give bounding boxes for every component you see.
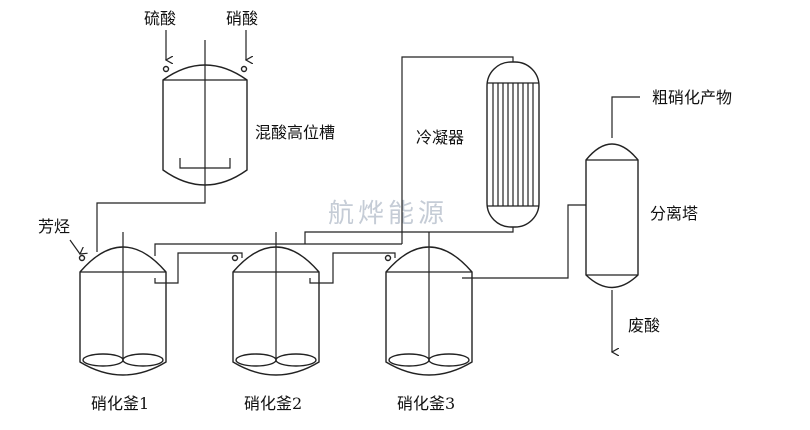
separation-tower bbox=[585, 143, 639, 289]
crude-product-label: 粗硝化产物 bbox=[652, 88, 732, 107]
separation-tower-label: 分离塔 bbox=[650, 204, 698, 223]
nitration-reactor-3 bbox=[384, 232, 473, 376]
watermark-text: 航烨能源 bbox=[328, 199, 448, 229]
mixed-acid-tank bbox=[162, 40, 248, 187]
waste-acid-label: 废酸 bbox=[628, 316, 660, 335]
reactor1-to-reactor2-pipe bbox=[154, 252, 243, 284]
nitration-reactor-2 bbox=[231, 232, 320, 376]
reactor-3-label: 硝化釜3 bbox=[397, 394, 455, 413]
sulfuric-acid-label: 硫酸 bbox=[144, 9, 176, 28]
reactor3-to-separator-pipe bbox=[462, 204, 586, 279]
aromatic-label: 芳烃 bbox=[38, 217, 70, 236]
condensate-return-pipe bbox=[304, 227, 514, 244]
aromatic-feed-arrow bbox=[69, 239, 80, 254]
vapor-to-condenser-pipe bbox=[401, 56, 514, 244]
reactor2-to-reactor3-pipe bbox=[309, 252, 396, 284]
reactor-1-label: 硝化釜1 bbox=[91, 394, 149, 413]
nitric-acid-label: 硝酸 bbox=[226, 9, 258, 28]
nitration-reactor-1 bbox=[78, 232, 167, 376]
reactor-vent-header-pipe bbox=[154, 243, 402, 256]
mixed-acid-to-reactor-pipe bbox=[96, 187, 206, 252]
condenser-label: 冷凝器 bbox=[416, 128, 464, 147]
condenser bbox=[486, 61, 540, 228]
reactor-2-label: 硝化釜2 bbox=[244, 394, 302, 413]
crude-product-outlet-line bbox=[611, 96, 640, 138]
mixed-acid-tank-label: 混酸高位槽 bbox=[255, 123, 335, 142]
